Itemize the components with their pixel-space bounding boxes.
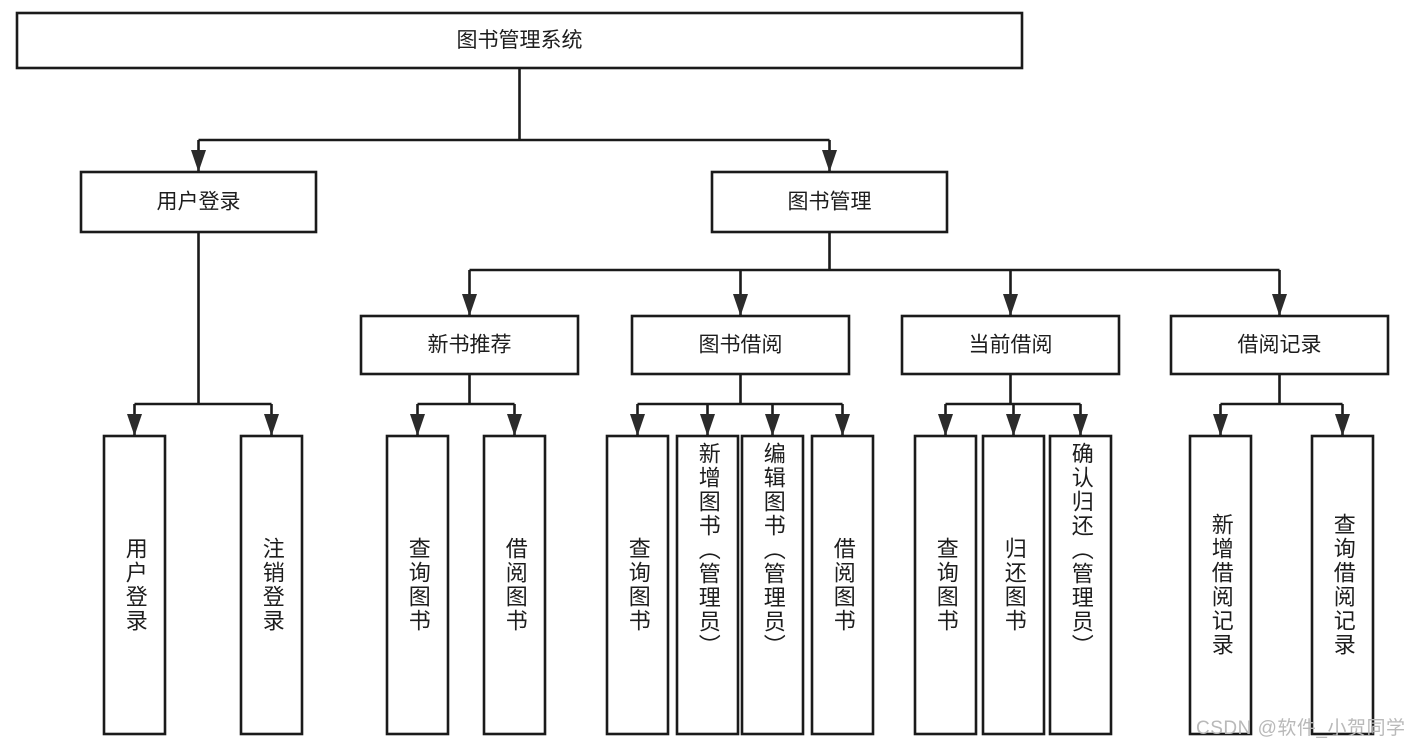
node-label-user-login: 用户登录: [157, 191, 241, 214]
node-box-user-login[interactable]: [79, 170, 318, 234]
node-box-leaf-logout[interactable]: [239, 434, 304, 736]
node-label-borrow-record: 借阅记录: [1238, 334, 1322, 357]
arrow-head: [462, 294, 477, 316]
node-box-leaf-confirm-return-admin[interactable]: [1048, 434, 1113, 736]
arrow-head: [938, 414, 953, 436]
arrow-head: [1213, 414, 1228, 436]
arrow-head: [127, 414, 142, 436]
node-box-leaf-borrow-book-1[interactable]: [482, 434, 547, 736]
arrow-head: [1003, 294, 1018, 316]
node-box-leaf-query-book-2[interactable]: [605, 434, 670, 736]
node-box-leaf-query-book-3[interactable]: [913, 434, 978, 736]
node-box-book-manage[interactable]: [710, 170, 949, 234]
node-box-leaf-user-login[interactable]: [102, 434, 167, 736]
node-box-leaf-return-book[interactable]: [981, 434, 1046, 736]
arrow-head: [765, 414, 780, 436]
node-label-root: 图书管理系统: [457, 29, 583, 52]
node-label-book-manage: 图书管理: [788, 191, 872, 214]
arrow-head: [264, 414, 279, 436]
node-box-root[interactable]: [15, 11, 1024, 70]
node-box-leaf-add-borrow-record[interactable]: [1188, 434, 1253, 736]
node-box-current-borrow[interactable]: [900, 314, 1121, 376]
arrow-head: [630, 414, 645, 436]
connector-layer: [127, 68, 1350, 436]
arrow-head: [191, 150, 206, 172]
node-box-new-book-rec[interactable]: [359, 314, 580, 376]
arrow-head: [733, 294, 748, 316]
node-box-leaf-add-book-admin[interactable]: [675, 434, 740, 736]
arrow-head: [410, 414, 425, 436]
arrow-head: [1073, 414, 1088, 436]
node-box-borrow-record[interactable]: [1169, 314, 1390, 376]
arrow-head: [1335, 414, 1350, 436]
node-box-leaf-borrow-book-2[interactable]: [810, 434, 875, 736]
node-box-leaf-query-book-1[interactable]: [385, 434, 450, 736]
arrow-head: [835, 414, 850, 436]
node-box-leaf-query-borrow-record[interactable]: [1310, 434, 1375, 736]
arrow-head: [1006, 414, 1021, 436]
arrow-head: [1272, 294, 1287, 316]
node-label-current-borrow: 当前借阅: [969, 334, 1053, 357]
node-box-book-borrow[interactable]: [630, 314, 851, 376]
node-box-leaf-edit-book-admin[interactable]: [740, 434, 805, 736]
arrow-head: [507, 414, 522, 436]
arrow-head: [700, 414, 715, 436]
arrow-head: [822, 150, 837, 172]
node-label-new-book-rec: 新书推荐: [428, 334, 512, 357]
csdn-watermark: CSDN @软件_小贺同学: [1196, 718, 1405, 739]
node-box-layer: [15, 11, 1390, 736]
node-label-book-borrow: 图书借阅: [699, 334, 783, 357]
